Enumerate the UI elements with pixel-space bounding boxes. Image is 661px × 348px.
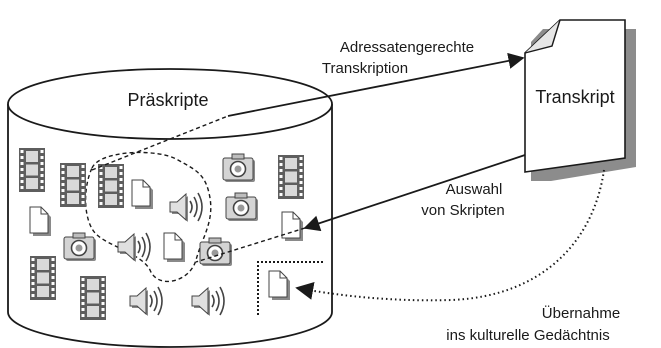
document-label: Transkript: [535, 87, 614, 107]
film-icon: [80, 276, 106, 320]
archive-box: [257, 261, 324, 315]
arrow-top-label-line1: Adressatengerechte: [340, 39, 474, 56]
selection-outline: [84, 151, 212, 283]
arrow-top-label-line2: Transkription: [322, 60, 408, 77]
cylinder-label: Präskripte: [127, 90, 208, 110]
arrow-transcription: [227, 52, 525, 117]
film-icon: [98, 164, 124, 208]
arrow-transcription-dashed: [91, 115, 229, 171]
transkript-document: [524, 19, 636, 181]
camera-icon: [222, 153, 256, 183]
arrow-bottom-label-line1: Übernahme: [542, 304, 620, 322]
camera-icon: [63, 232, 97, 262]
camera-icon: [199, 237, 233, 267]
film-icon: [19, 148, 45, 192]
film-icon: [60, 163, 86, 207]
camera-icon: [225, 192, 259, 222]
arrow-bottom-label-line2: ins kulturelle Gedächtnis: [446, 327, 609, 344]
film-icon: [278, 155, 304, 199]
arrow-mid-label-line1: Auswahl: [446, 181, 503, 198]
arrow-mid-label-line2: von Skripten: [421, 202, 504, 219]
arrow-selection: [303, 154, 526, 232]
arrow-selection-dashed: [195, 227, 306, 263]
film-icon: [30, 256, 56, 300]
